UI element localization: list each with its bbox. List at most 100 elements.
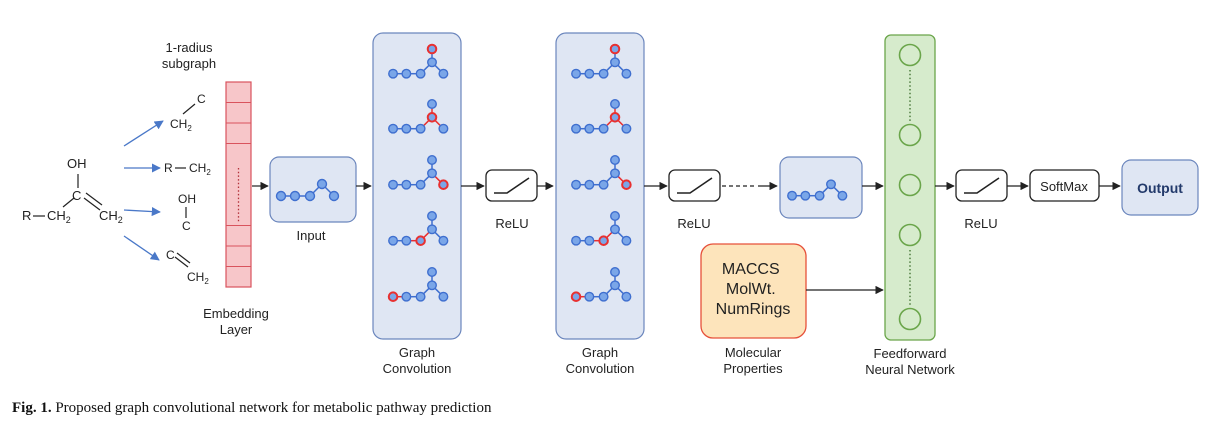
carbon-label: C [72, 188, 81, 203]
graph-convolution-1-graphs [387, 43, 449, 302]
graph-node [427, 280, 437, 291]
softmax-label: SoftMax [1040, 179, 1088, 194]
graph-node [609, 43, 621, 55]
graph-node [598, 123, 609, 134]
relu-3-label: ReLU [964, 216, 997, 231]
embedding-bar-outline [225, 81, 252, 288]
svg-text:C: C [166, 248, 175, 262]
graph-node [610, 99, 620, 109]
graph-node [800, 190, 811, 201]
neuron-node [898, 123, 922, 147]
graph-node [610, 280, 620, 291]
graph-node [289, 190, 301, 202]
graph-node [388, 68, 399, 79]
figure-caption-prefix: Fig. 1. [12, 400, 52, 416]
graph-node [438, 68, 449, 79]
relu-3-icon [964, 177, 1000, 194]
figure-caption: Fig. 1. Proposed graph convolutional net… [12, 400, 491, 417]
graph-node [401, 123, 412, 134]
svg-text:CH2: CH2 [189, 161, 211, 177]
relu-2-icon [677, 177, 713, 194]
r-group-label: R [22, 208, 31, 223]
graph-node [571, 235, 582, 246]
svg-text:C: C [197, 92, 206, 106]
graph-node [304, 190, 316, 202]
graph-node [438, 123, 449, 134]
graph-node [427, 168, 437, 179]
svg-text:R: R [164, 161, 173, 175]
input-molecule: OH C R CH2 CH2 [22, 156, 123, 225]
graph-node [570, 291, 582, 302]
graph-node [316, 178, 328, 190]
graph-node [401, 235, 412, 246]
graph-node [426, 43, 438, 55]
graph-node [584, 235, 595, 246]
relu-1-icon [494, 177, 530, 194]
graph-node [621, 68, 632, 79]
graph-node [621, 123, 632, 134]
graph-node [415, 179, 426, 190]
graph-node [621, 179, 632, 190]
svg-text:CH2: CH2 [187, 270, 209, 286]
graph-node [427, 57, 437, 68]
graph-node [415, 68, 426, 79]
graph-node [598, 291, 609, 302]
graph-node [415, 235, 426, 246]
graph-node [609, 112, 621, 123]
graph-node [610, 211, 620, 221]
molecular-properties-items: MACCS MolWt. NumRings [716, 261, 791, 318]
neuron-node [898, 307, 922, 331]
graph-node [598, 235, 609, 246]
graph-convolution-2-graphs [570, 43, 632, 302]
graph-node [438, 235, 449, 246]
ch2-left-label: CH2 [47, 208, 71, 225]
graph-node [584, 123, 595, 134]
neuron-node [898, 173, 922, 197]
graph-node [814, 190, 825, 201]
graph-node [610, 57, 620, 68]
graph-node [388, 123, 399, 134]
graph-node [427, 155, 437, 165]
graph-node [401, 291, 412, 302]
neuron-node [898, 223, 922, 247]
embedding-layer-bar [225, 81, 252, 288]
graph-node [610, 224, 620, 235]
graph-node [427, 211, 437, 221]
fragment-2: R CH2 [164, 161, 211, 177]
input-label: Input [297, 228, 326, 243]
graph-node [610, 155, 620, 165]
graph-node [387, 291, 399, 302]
relu-2-box [668, 169, 721, 202]
graph-node [621, 235, 632, 246]
input-graph-icon [275, 178, 340, 202]
graph-node [388, 179, 399, 190]
graph-node [787, 190, 798, 201]
graph-node [584, 291, 595, 302]
graph-node [415, 123, 426, 134]
graph-node [584, 179, 595, 190]
output-label: Output [1137, 180, 1183, 196]
svg-text:OH: OH [178, 192, 196, 206]
graph-node [610, 168, 620, 179]
graph-node [571, 68, 582, 79]
molecular-properties-box [700, 243, 807, 339]
graph-node [571, 123, 582, 134]
fragment-arrows [123, 120, 164, 261]
graph-node [427, 224, 437, 235]
ch2-right-label: CH2 [99, 208, 123, 225]
graph-node [415, 291, 426, 302]
graph-node [438, 291, 449, 302]
graph-node [826, 179, 836, 190]
graph-node [426, 112, 438, 123]
graph-node [598, 179, 609, 190]
relu-1-box [485, 169, 538, 202]
fragment-3: OH C [178, 192, 196, 233]
fragment-4: C CH2 [166, 248, 209, 286]
graph-node [328, 190, 340, 202]
